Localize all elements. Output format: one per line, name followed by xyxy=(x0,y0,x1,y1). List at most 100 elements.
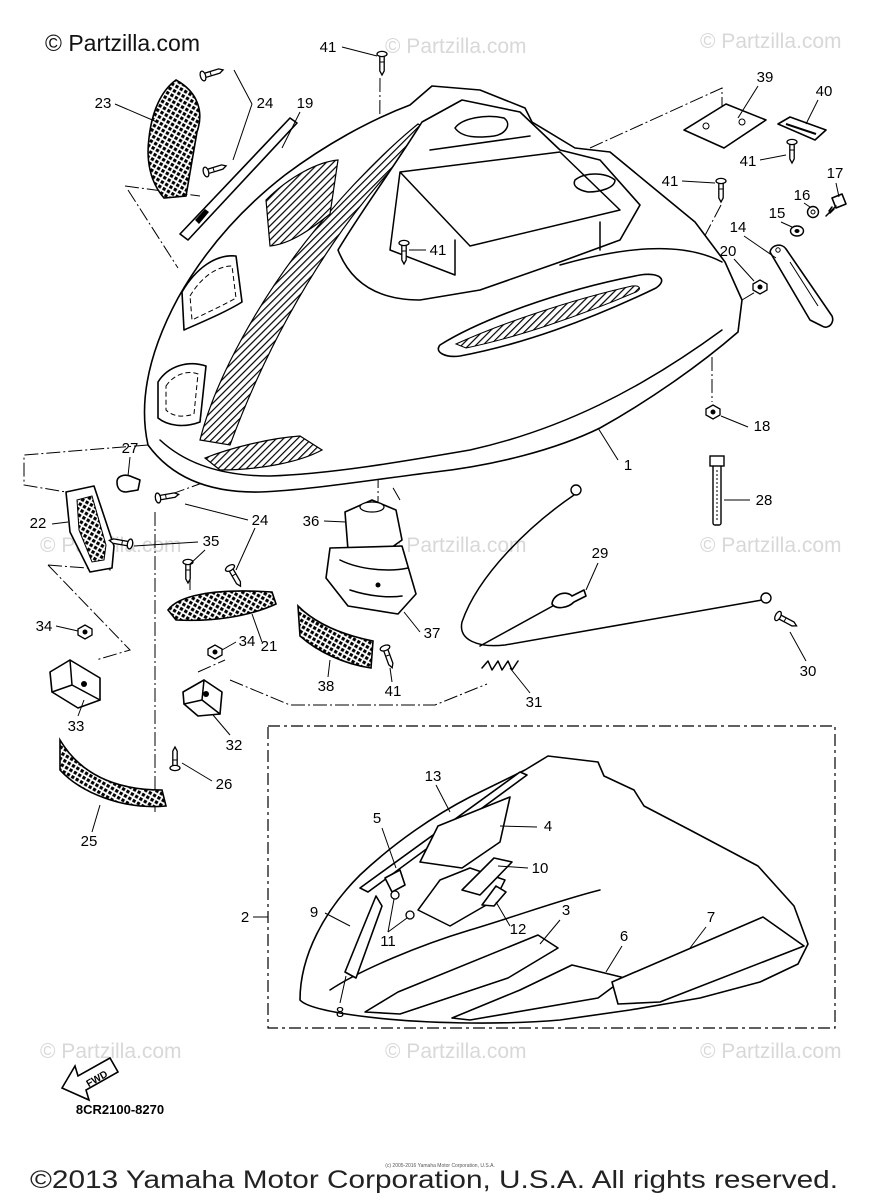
watermark-faded: © Partzilla.com xyxy=(40,1040,182,1063)
leader-line xyxy=(251,613,263,643)
leader-line xyxy=(221,641,237,651)
leader-line xyxy=(114,103,158,123)
callout-17: 17 xyxy=(827,165,844,182)
leader-line xyxy=(743,235,777,259)
leader-line xyxy=(327,659,331,678)
callout-4: 4 xyxy=(544,818,552,835)
hood-assembly-part-2 xyxy=(267,725,836,1029)
leader-line xyxy=(495,901,511,927)
leader-lines xyxy=(51,46,840,1004)
callout-39: 39 xyxy=(757,69,774,86)
callout-28: 28 xyxy=(756,492,773,509)
plate-part-39 xyxy=(683,103,767,149)
callout-22: 22 xyxy=(30,515,47,532)
callout-33: 33 xyxy=(68,718,85,735)
nut-part-18 xyxy=(705,404,721,420)
callout-26: 26 xyxy=(216,776,233,793)
decal-part-10 xyxy=(461,857,513,896)
decal-part-4 xyxy=(419,796,511,869)
callout-32: 32 xyxy=(226,737,243,754)
nut-part-20 xyxy=(752,279,768,295)
cockpit-slot xyxy=(573,173,616,193)
leader-line xyxy=(605,945,623,973)
callout-35: 35 xyxy=(203,533,220,550)
clip-part-27 xyxy=(116,474,141,493)
decal-part-7 xyxy=(611,916,805,1005)
callout-29: 29 xyxy=(592,545,609,562)
leader-line xyxy=(805,99,819,125)
phantom-line xyxy=(47,564,131,661)
shroud-skirt-line xyxy=(159,329,723,477)
leader-line xyxy=(499,825,538,828)
callout-labels: 41 23 24 19 39 40 41 17 41 16 15 14 41 2… xyxy=(30,39,844,1021)
leader-line xyxy=(381,827,397,869)
leader-line xyxy=(585,562,599,591)
image-credit: (c) 2005-2016 Yamaha Motor Corporation, … xyxy=(385,1163,495,1169)
callout-23: 23 xyxy=(95,95,112,112)
bar-part-40 xyxy=(777,116,827,141)
callout-9: 9 xyxy=(310,904,318,921)
collar-part-15 xyxy=(789,225,805,237)
callout-34: 34 xyxy=(239,633,256,650)
nut-part-34 xyxy=(207,644,223,660)
leader-line xyxy=(133,541,199,547)
leader-line xyxy=(737,85,759,119)
watermark-faded: © Partzilla.com xyxy=(700,30,842,53)
footer-copyright: ©2013 Yamaha Motor Corporation, U.S.A. A… xyxy=(30,1166,838,1194)
grille-part-38 xyxy=(297,603,374,669)
cable-clip-part-29 xyxy=(551,589,587,609)
callout-34: 34 xyxy=(36,618,53,635)
phantom-line xyxy=(229,679,488,706)
callout-37: 37 xyxy=(424,625,441,642)
phantom-line xyxy=(23,444,149,493)
leader-line xyxy=(51,521,69,525)
leader-line xyxy=(720,415,749,428)
rivet-part-41 xyxy=(786,138,798,164)
leader-line xyxy=(184,503,249,521)
callout-19: 19 xyxy=(297,95,314,112)
leader-line xyxy=(341,46,378,57)
rivet-part-24 xyxy=(198,64,226,83)
callout-16: 16 xyxy=(794,187,811,204)
nut-part-34 xyxy=(77,624,93,640)
watermarks: © Partzilla.com © Partzilla.com © Partzi… xyxy=(40,30,842,1063)
rivet-part-24 xyxy=(223,562,246,590)
leader-line xyxy=(212,714,231,736)
callout-31: 31 xyxy=(526,694,543,711)
watermark-faded: © Partzilla.com xyxy=(385,1040,527,1063)
washer-part-16 xyxy=(806,205,820,219)
leader-line xyxy=(387,917,408,933)
rivet-part-30 xyxy=(772,609,800,631)
watermark-faded: © Partzilla.com xyxy=(385,534,527,557)
leader-line xyxy=(233,69,253,105)
watermark-primary: © Partzilla.com xyxy=(45,30,200,56)
callout-11: 11 xyxy=(380,933,396,950)
callout-41: 41 xyxy=(662,173,679,190)
leader-line xyxy=(232,103,253,161)
phantom-line xyxy=(699,204,722,246)
decal-part-9 xyxy=(344,895,383,979)
leader-line xyxy=(403,611,421,633)
callout-15: 15 xyxy=(769,205,786,222)
callout-14: 14 xyxy=(730,219,747,236)
leader-line xyxy=(389,667,393,683)
callout-21: 21 xyxy=(261,638,278,655)
leader-line xyxy=(835,182,840,198)
leader-line xyxy=(733,258,755,282)
grille-part-23 xyxy=(147,79,201,199)
leader-line xyxy=(281,111,301,149)
leader-line xyxy=(77,699,85,717)
leader-line xyxy=(759,154,787,161)
hood-contour xyxy=(329,889,601,991)
leader-line xyxy=(323,520,347,523)
shroud-windshield-vent xyxy=(265,159,339,247)
leader-line xyxy=(497,865,529,869)
callout-6: 6 xyxy=(620,928,628,945)
shroud-side-vent-louver xyxy=(454,285,640,349)
phantom-line xyxy=(124,185,201,197)
callout-5: 5 xyxy=(373,810,381,827)
callout-12: 12 xyxy=(510,921,527,938)
phantom-line xyxy=(391,485,401,501)
callout-1: 1 xyxy=(624,457,632,474)
diagram-code: 8CR2100-8270 xyxy=(76,1102,164,1117)
